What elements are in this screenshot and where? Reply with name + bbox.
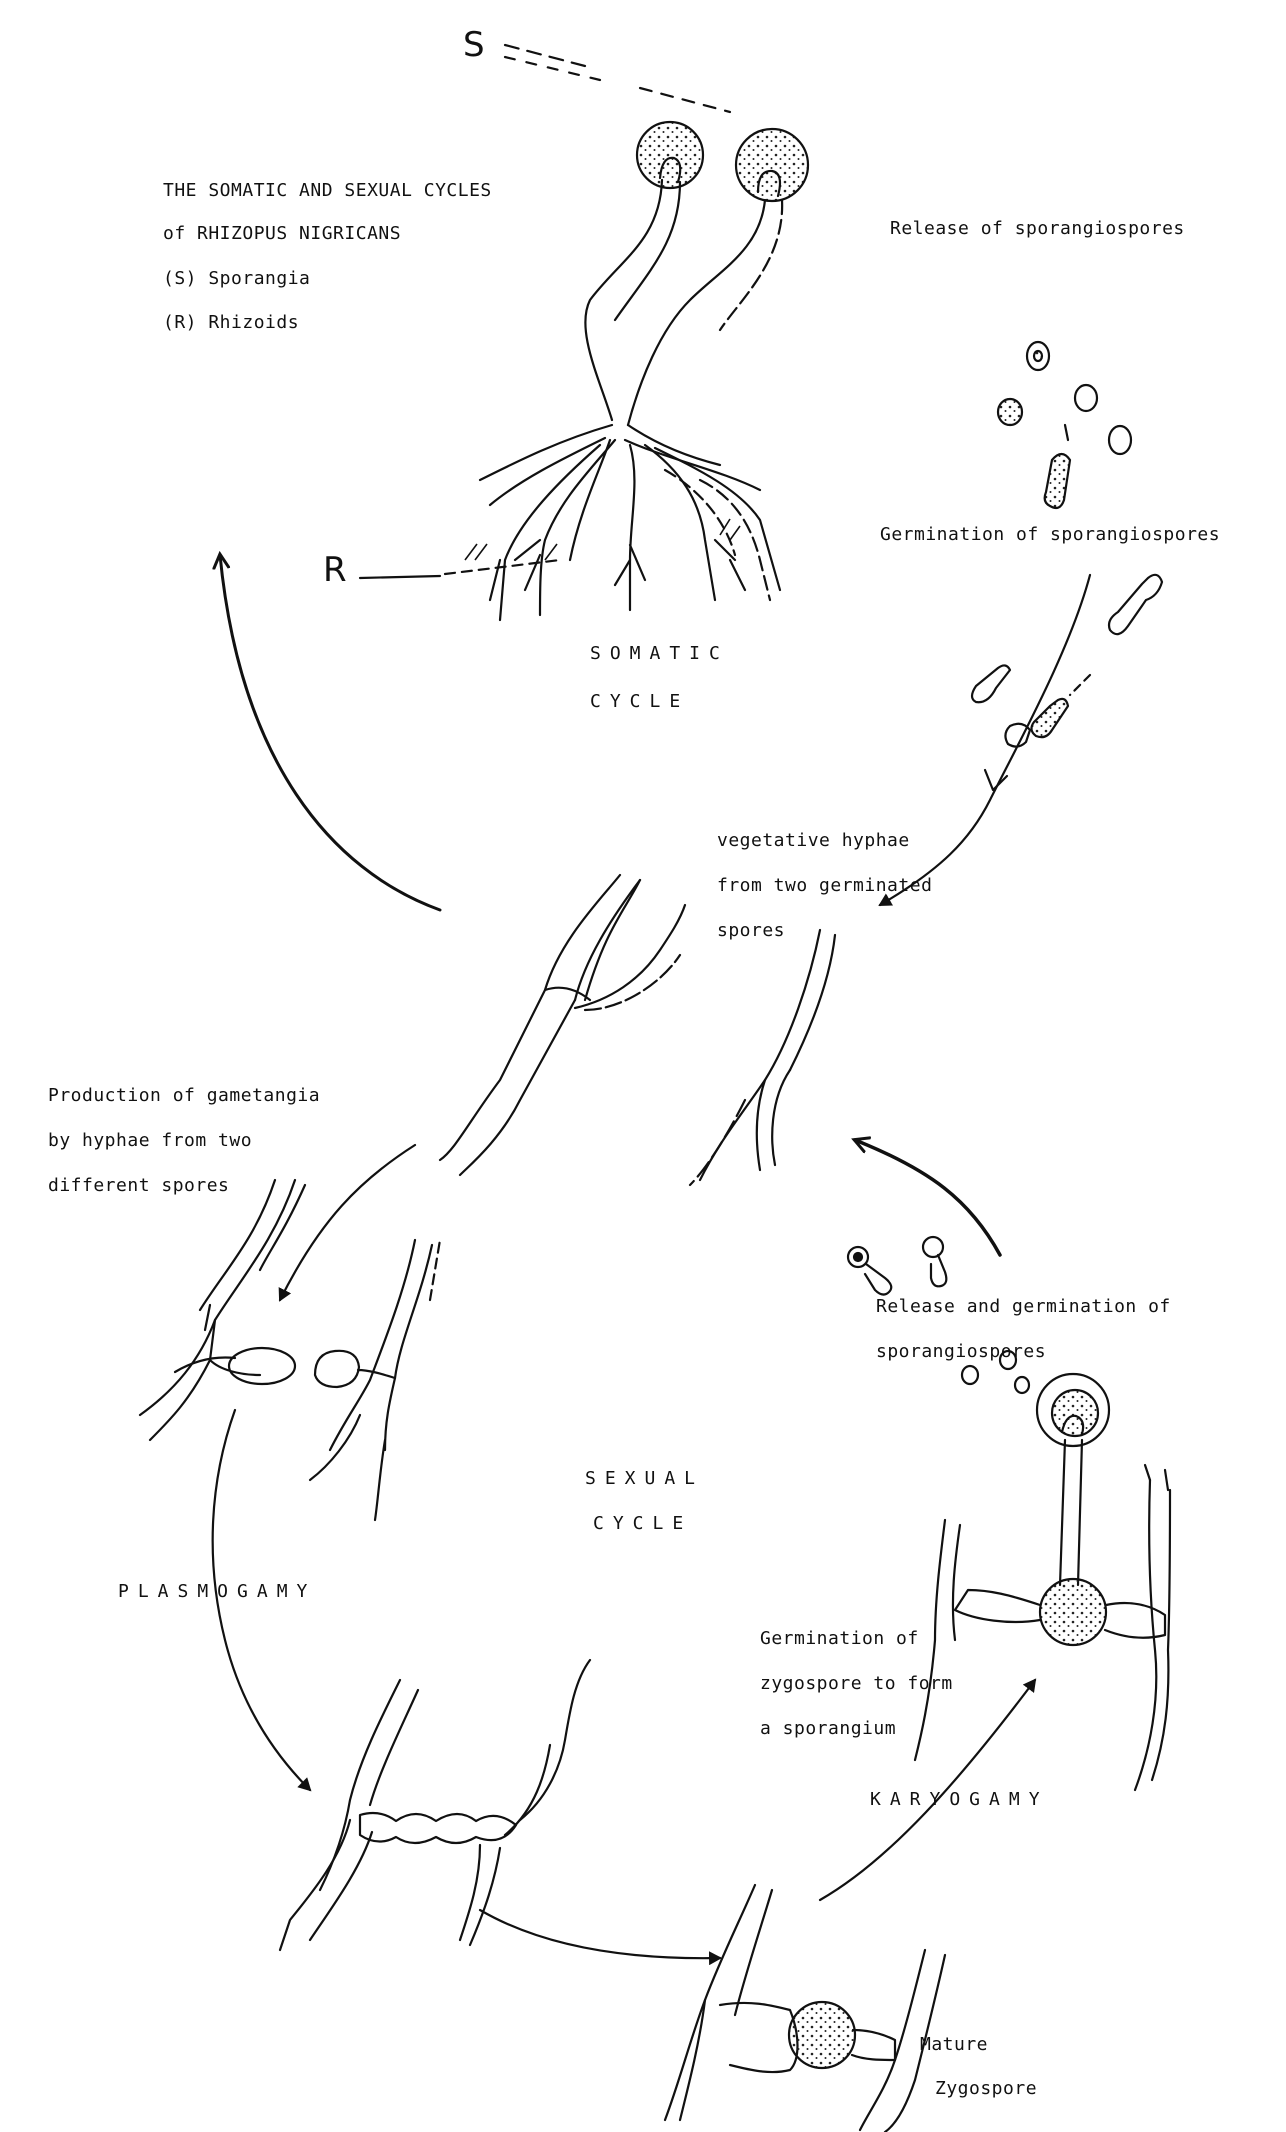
mature-label-line2: Zygospore <box>935 2078 1038 2099</box>
vegetative-label-line1: vegetative hyphae <box>717 830 910 851</box>
to-zygospore-arrow <box>478 1908 722 1966</box>
somatic-label-line2: CYCLE <box>590 691 690 712</box>
zygo-germination-line2: zygospore to form <box>760 1673 953 1694</box>
germinating-zygospore <box>913 1372 1172 1792</box>
production-label-line2: by hyphae from two <box>48 1130 253 1151</box>
release-top-label: Release of sporangiospores <box>890 218 1185 239</box>
mature-label-line1: Mature <box>920 2034 989 2055</box>
somatic-return-arrow <box>220 555 442 912</box>
germinating-spores <box>878 573 1164 907</box>
release-germination-line1: Release and germination of <box>876 1296 1171 1317</box>
rhizoid-hatching <box>464 518 741 561</box>
gametangia <box>138 1143 442 1522</box>
somatic-label-line1: SOMATIC <box>590 643 729 664</box>
germination-spores-label: Germination of sporangiospores <box>880 524 1221 545</box>
vegetative-label-line2: from two germinated <box>717 875 933 896</box>
sexual-released-spores <box>846 1235 1031 1395</box>
zygo-germination-line1: Germination of <box>760 1628 919 1649</box>
legend-item-rhizoids: (R) Rhizoids <box>163 312 300 333</box>
sexual-label-line1: SEXUAL <box>585 1468 705 1489</box>
karyogamy-arrow <box>818 1678 1037 1902</box>
karyogamy-label: KARYOGAMY <box>870 1789 1049 1810</box>
production-label-line1: Production of gametangia <box>48 1085 321 1106</box>
mature-zygospore <box>663 1883 947 2132</box>
marker-s: S <box>463 25 486 65</box>
sporangium-1 <box>635 120 705 190</box>
legend-item-sporangia: (S) Sporangia <box>163 268 311 289</box>
sexual-label-line2: CYCLE <box>593 1513 693 1534</box>
release-germination-line2: sporangiospores <box>876 1341 1047 1362</box>
zygo-germination-line3: a sporangium <box>760 1718 897 1739</box>
released-spores <box>996 340 1133 510</box>
legend-title-line2: of RHIZOPUS NIGRICANS <box>163 223 402 244</box>
sporangia-plant <box>358 43 810 622</box>
vegetative-label-line3: spores <box>717 920 786 941</box>
production-label-line3: different spores <box>48 1175 230 1196</box>
sporangium-2 <box>734 127 810 203</box>
plasmogamy-label: PLASMOGAMY <box>118 1581 317 1602</box>
marker-r: R <box>323 550 348 590</box>
plasmogamy-hyphae <box>278 1658 592 1952</box>
plasmogamy-arrow <box>211 1408 312 1792</box>
vegetative-hyphae <box>438 873 837 1187</box>
legend-title-line1: THE SOMATIC AND SEXUAL CYCLES <box>163 180 492 201</box>
sexual-return-arrow <box>855 1140 1002 1257</box>
